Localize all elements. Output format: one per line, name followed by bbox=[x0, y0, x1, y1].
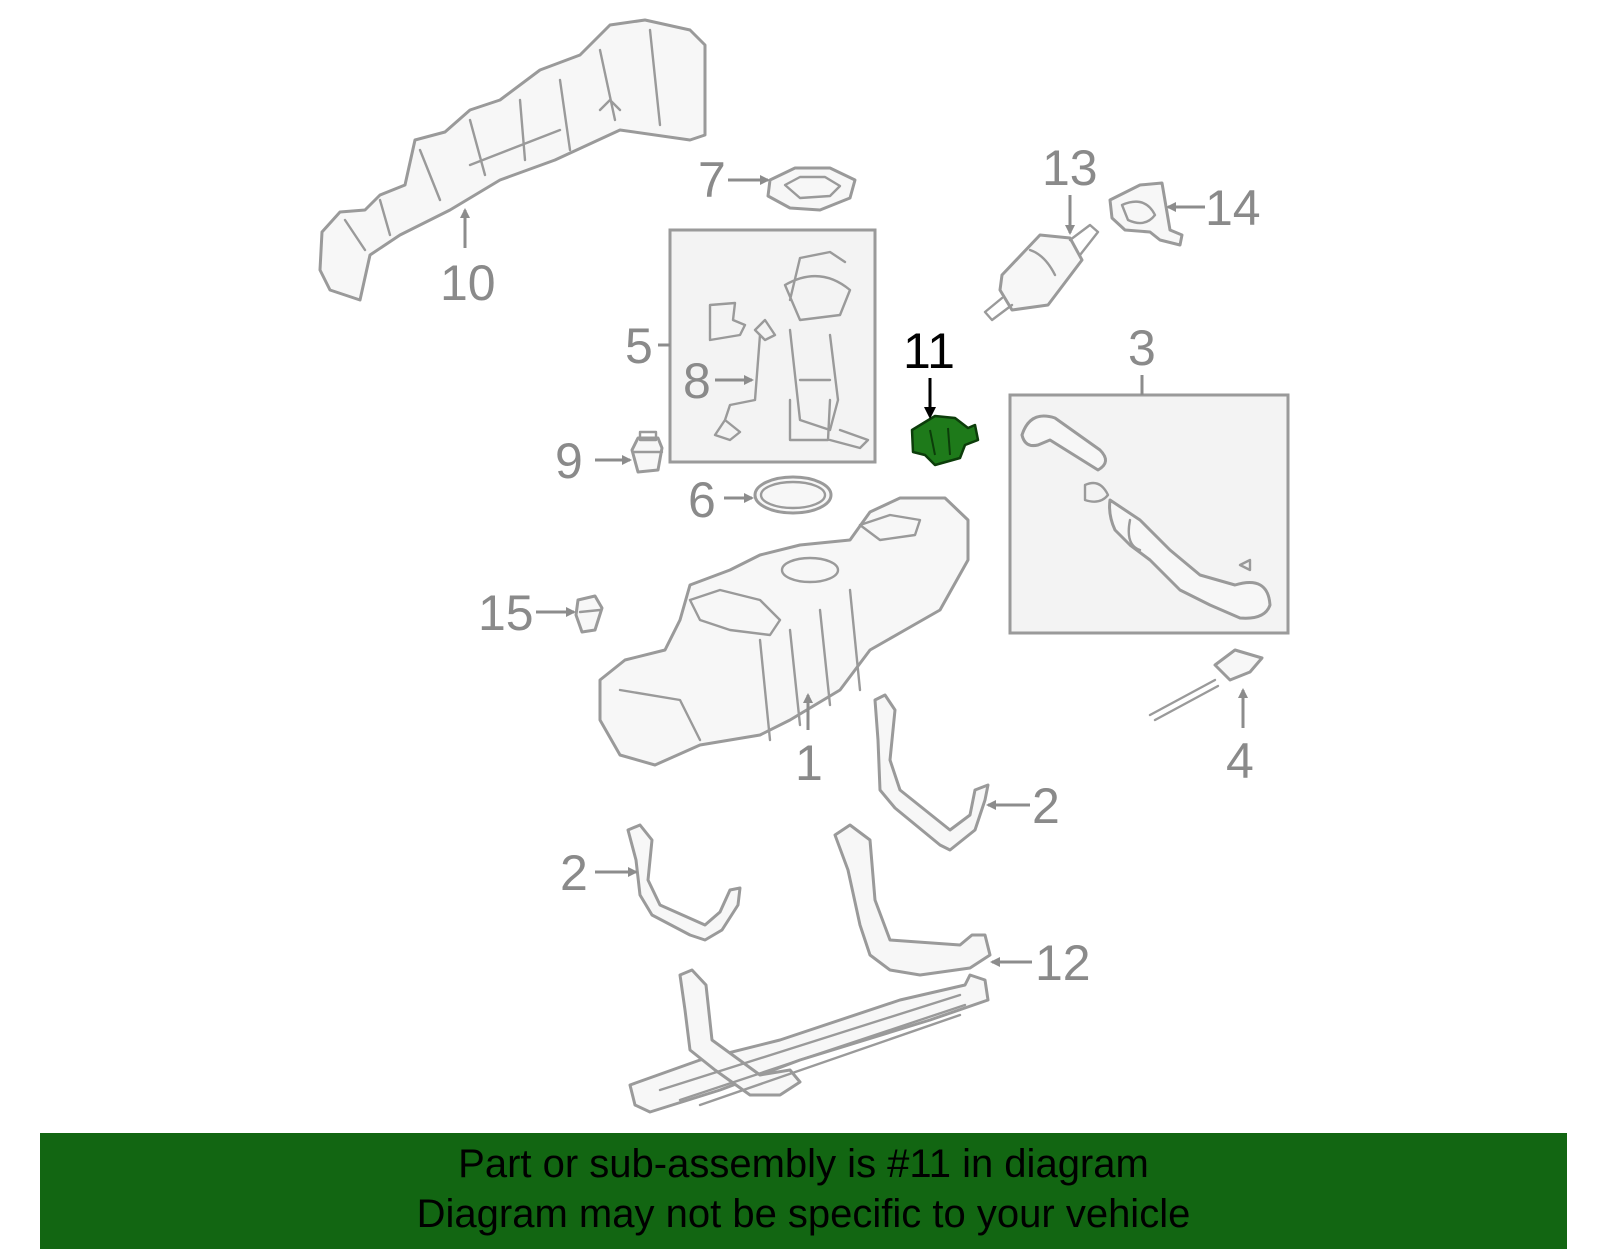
callout-13: 13 bbox=[1042, 140, 1098, 196]
part-13-fuel-filter bbox=[983, 223, 1100, 322]
callout-6: 6 bbox=[688, 472, 716, 528]
callout-11: 11 bbox=[903, 323, 955, 379]
banner-line-1: Part or sub-assembly is #11 in diagram bbox=[458, 1142, 1149, 1186]
part-15-valve bbox=[574, 594, 604, 634]
callout-12: 12 bbox=[1035, 935, 1091, 991]
part-9-valve bbox=[630, 430, 664, 474]
callout-7: 7 bbox=[698, 152, 726, 208]
callout-15: 15 bbox=[478, 585, 534, 641]
part-14-bracket bbox=[1108, 181, 1184, 247]
callout-1: 1 bbox=[795, 735, 823, 791]
part-1-fuel-tank bbox=[598, 496, 970, 767]
part-7-lock-ring bbox=[766, 166, 857, 212]
leader-lines bbox=[460, 175, 1248, 967]
callout-2-left: 2 bbox=[560, 845, 588, 901]
callout-4: 4 bbox=[1226, 733, 1254, 789]
banner-line-2: Diagram may not be specific to your vehi… bbox=[416, 1192, 1191, 1236]
callout-8: 8 bbox=[683, 353, 711, 409]
part-11-highlighted bbox=[910, 414, 980, 467]
callout-9: 9 bbox=[555, 433, 583, 489]
part-3-filler-pipe bbox=[1008, 393, 1290, 635]
callout-14: 14 bbox=[1205, 180, 1261, 236]
callout-2-right: 2 bbox=[1032, 778, 1060, 834]
part-2-strap-right bbox=[873, 693, 990, 852]
info-banner: Part or sub-assembly is #11 in diagram D… bbox=[40, 1133, 1567, 1249]
part-12-frame bbox=[628, 823, 992, 1114]
part-10-shield bbox=[318, 18, 707, 302]
part-4-sender bbox=[1148, 648, 1264, 722]
callout-3: 3 bbox=[1128, 320, 1156, 376]
part-5-fuel-pump-module bbox=[668, 228, 877, 464]
part-2-strap-left bbox=[626, 823, 742, 942]
part-6-seal bbox=[753, 475, 833, 515]
callout-5: 5 bbox=[625, 318, 653, 374]
callout-10: 10 bbox=[440, 255, 496, 311]
